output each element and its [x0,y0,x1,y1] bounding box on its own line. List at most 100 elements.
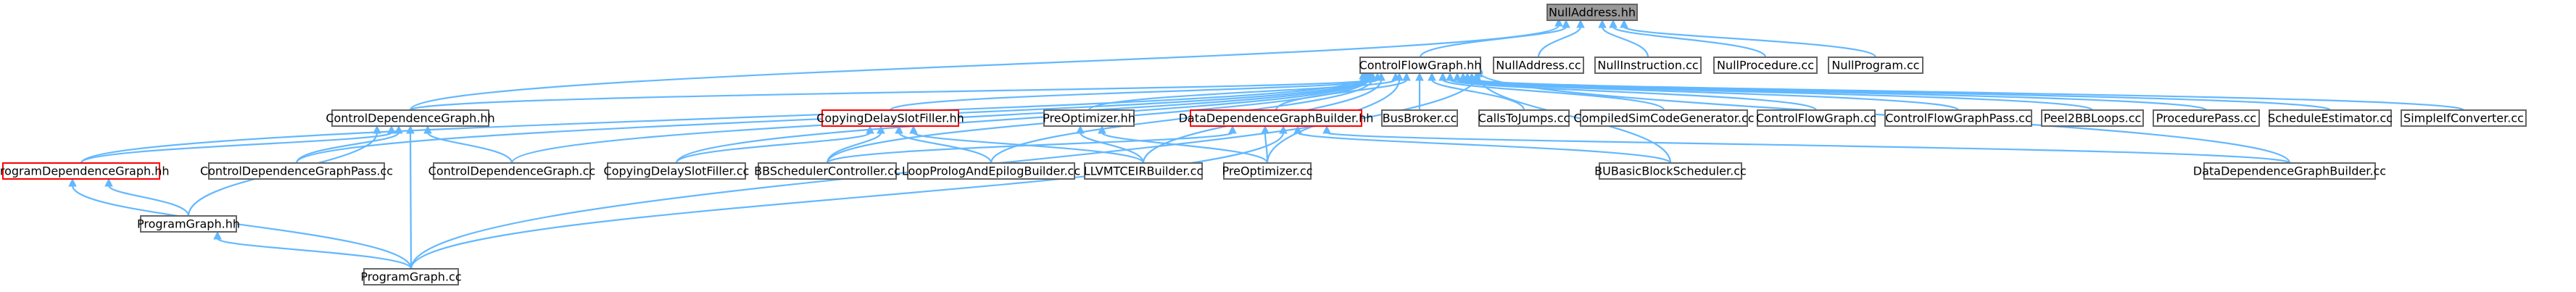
node-copyingdelayslotfiller-hh[interactable]: CopyingDelaySlotFiller.hh [816,109,964,127]
node-nullprocedure-cc[interactable]: NullProcedure.cc [1713,57,1818,74]
edge-arrowhead [373,125,381,134]
node-label: ControlFlowGraph.hh [1359,59,1482,72]
edge-arrowhead [1228,125,1237,134]
node-label: ControlFlowGraphPass.cc [1885,112,2032,125]
node-datadependencegraphbuilder-hh[interactable]: DataDependenceGraphBuilder.hh [1179,109,1374,127]
node-label: CallsToJumps.cc [1478,112,1570,125]
edge-arrowhead [406,125,415,134]
node-label: BUBasicBlockScheduler.cc [1594,164,1747,178]
edge-arrowhead [1598,19,1607,28]
edge-arrowhead [1576,19,1585,28]
dependency-edges [68,17,2465,270]
node-copyingdelayslotfiller-cc[interactable]: CopyingDelaySlotFiller.cc [604,162,750,180]
node-label: LoopPrologAndEpilogBuilder.cc [902,164,1080,178]
node-programgraph-hh[interactable]: ProgramGraph.hh [137,215,240,233]
node-controldependencegraph-cc[interactable]: ControlDependenceGraph.cc [428,162,596,180]
dependency-edge [80,131,393,164]
node-preoptimizer-cc[interactable]: PreOptimizer.cc [1222,162,1313,180]
node-label: ProgramDependenceGraph.hh [0,164,170,178]
edge-arrowhead [423,125,432,134]
edge-arrowhead [394,125,403,134]
edge-arrowhead [104,178,113,187]
edge-arrowhead [1322,125,1331,134]
edge-arrowhead [213,230,222,240]
dependency-edge [1101,131,1269,164]
edge-arrowhead [387,125,396,134]
node-nulladdress-hh: NullAddress.hh [1546,4,1638,21]
node-nulladdress-cc[interactable]: NullAddress.cc [1493,57,1584,74]
edge-arrowhead [1562,19,1570,28]
node-label: ProcedurePass.cc [2156,112,2256,125]
dependency-edge [71,185,413,270]
node-label: NullAddress.cc [1496,59,1581,72]
edge-arrowhead [866,125,874,134]
node-label: ProgramGraph.cc [360,270,461,284]
node-nullprogram-cc[interactable]: NullProgram.cc [1828,57,1923,74]
node-controldependencegraph-hh[interactable]: ControlDependenceGraph.hh [326,109,495,127]
edge-arrowhead [1098,125,1106,134]
dependency-edge [826,131,1234,164]
node-label: CopyingDelaySlotFiller.hh [816,112,964,125]
node-programgraph-cc[interactable]: ProgramGraph.cc [360,268,462,285]
edge-arrowhead [68,178,77,187]
edge-arrowhead [1620,19,1628,28]
dependency-edge [1264,132,1269,164]
node-scheduleestimator-cc[interactable]: ScheduleEstimator.cc [2268,109,2393,127]
node-label: NullProgram.cc [1831,59,1919,72]
edge-arrowhead [1453,72,1462,81]
node-simpleifconverter-cc[interactable]: SimpleIfConverter.cc [2401,109,2527,127]
dependency-edge [1475,78,2465,112]
node-callstojumps-cc[interactable]: CallsToJumps.cc [1478,109,1570,127]
node-bubasicblockscheduler-cc[interactable]: BUBasicBlockScheduler.cc [1594,162,1747,180]
dependency-edge [1623,25,1877,59]
dependency-edge [1601,26,1649,58]
node-compiledsimcodegenerator-cc[interactable]: CompiledSimCodeGenerator.cc [1573,109,1755,127]
dependency-edge [1441,78,1665,111]
node-controlflowgraph-cc[interactable]: ControlFlowGraph.cc [1756,109,1876,127]
dependency-edge [409,78,1372,112]
node-controlflowgraphpass-cc[interactable]: ControlFlowGraphPass.cc [1884,109,2032,127]
node-procedurepass-cc[interactable]: ProcedurePass.cc [2153,109,2260,127]
node-label: ControlDependenceGraph.cc [428,164,596,178]
edge-arrowhead [895,125,903,134]
edge-arrowhead [1261,125,1270,134]
node-datadependencegraphbuilder-cc[interactable]: DataDependenceGraphBuilder.cc [2193,162,2386,180]
edge-arrowhead [1428,72,1436,81]
edge-arrowhead [1402,72,1411,81]
dependency-edge [1079,132,1145,164]
node-loopprologandepilogbuilder-cc[interactable]: LoopPrologAndEpilogBuilder.cc [902,162,1080,180]
node-bbschedulercontroller-cc[interactable]: BBSchedulerController.cc [754,162,900,180]
node-programdependencegraph-hh[interactable]: ProgramDependenceGraph.hh [0,162,170,180]
dependency-edge [1296,131,1672,164]
edge-arrowhead [1446,72,1454,81]
node-label: Peel2BBLoops.cc [2044,112,2142,125]
node-busbroker-cc[interactable]: BusBroker.cc [1381,109,1458,127]
node-label: SimpleIfConverter.cc [2403,112,2524,125]
node-peel2bbloops-cc[interactable]: Peel2BBLoops.cc [2041,109,2144,127]
node-controlflowgraph-hh[interactable]: ControlFlowGraph.hh [1359,57,1482,74]
node-nullinstruction-cc[interactable]: NullInstruction.cc [1594,57,1702,74]
node-label: LLVMTCEIRBuilder.cc [1084,164,1204,178]
node-label: DataDependenceGraphBuilder.hh [1179,112,1374,125]
node-label: CompiledSimCodeGenerator.cc [1573,112,1754,125]
dependency-edge [1612,25,1767,58]
node-label: DataDependenceGraphBuilder.cc [2193,164,2386,178]
node-llvmtceirbuilder-cc[interactable]: LLVMTCEIRBuilder.cc [1084,162,1204,180]
edge-arrowhead [1395,72,1404,81]
node-label: ProgramGraph.hh [137,217,240,231]
edge-arrowhead [1438,72,1447,81]
edge-arrowhead [877,125,885,134]
node-label: ControlDependenceGraphPass.cc [200,164,393,178]
dependency-edge [826,132,882,164]
node-controldependencegraphpass-cc[interactable]: ControlDependenceGraphPass.cc [200,162,393,180]
dependency-edge [912,131,1145,164]
dependency-edge [410,132,1285,270]
dependency-edge [1430,79,1525,111]
dependency-edge [675,78,1369,164]
node-label: BBSchedulerController.cc [754,164,900,178]
dependency-edge [216,237,413,270]
dependency-edge [990,78,1374,164]
node-preoptimizer-hh[interactable]: PreOptimizer.hh [1043,109,1135,127]
node-label: ControlFlowGraph.cc [1756,112,1876,125]
